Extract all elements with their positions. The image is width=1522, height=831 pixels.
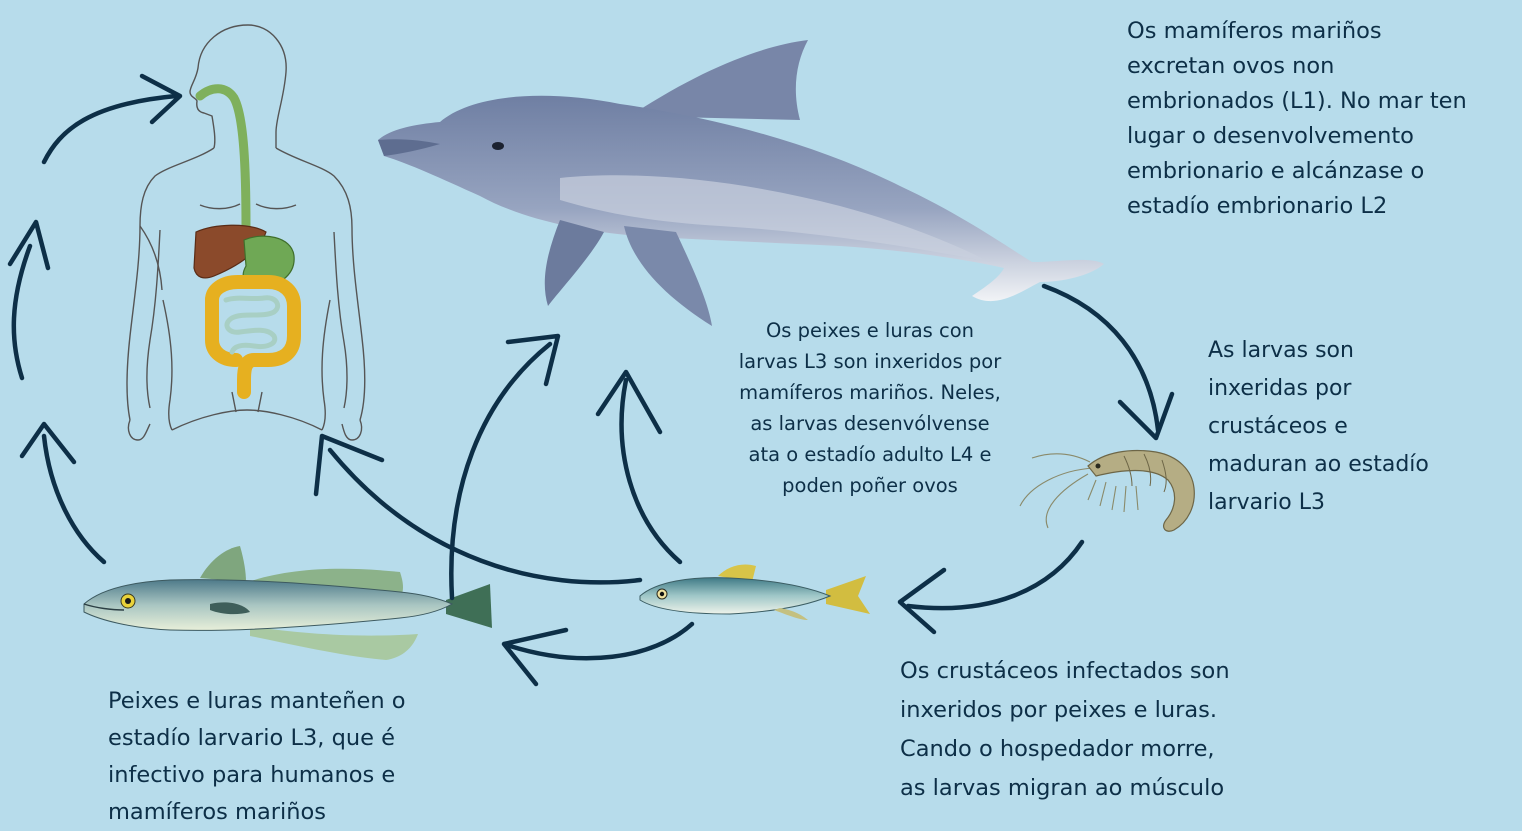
arrow-fish-to-human-middle-head [7,219,51,271]
arrow-sardine-to-hake-head [501,627,569,687]
caption-dolphin-stage: Os mamíferos mariños excretan ovos non e… [1127,18,1467,219]
sardine-fish-illustration [639,564,870,620]
arrow-dolphin-to-shrimp-head [1117,391,1175,441]
arrow-hake-to-dolphin-head [505,333,561,387]
arrow-fish-to-human-upper-head [139,73,183,125]
arrow-fish-to-human-lower [41,433,107,565]
shrimp-illustration [1019,449,1195,532]
arrow-hake-to-dolphin [449,341,553,601]
arrow-fish-to-human-lower-head [19,421,77,465]
arrow-sardine-to-human [327,447,643,585]
arrow-shrimp-to-sardine-head [897,567,947,635]
caption-marine-mammal-stage: Os peixes e luras con larvas L3 son inxe… [738,319,1002,497]
arrow-sardine-to-hake [507,621,695,661]
arrow-dolphin-to-shrimp [1041,283,1161,433]
caption-fish-stage: Peixes e luras manteñen o estadío larvar… [108,688,406,825]
arrow-sardine-to-dolphin-head [595,369,663,435]
caption-shrimp-stage: As larvas son inxeridas por crustáceos e… [1208,338,1429,515]
hake-fish-illustration [83,546,492,660]
caption-crustacean-stage: Os crustáceos infectados son inxeridos p… [900,658,1230,801]
arrow-fish-to-human-upper [41,93,179,165]
arrow-sardine-to-dolphin [619,377,683,565]
dolphin-illustration [378,40,1104,326]
arrow-sardine-to-human-head [313,433,385,497]
human-digestive-system-illustration [126,24,366,441]
arrow-fish-to-human-middle [11,243,33,381]
arrow-shrimp-to-sardine [905,539,1085,611]
